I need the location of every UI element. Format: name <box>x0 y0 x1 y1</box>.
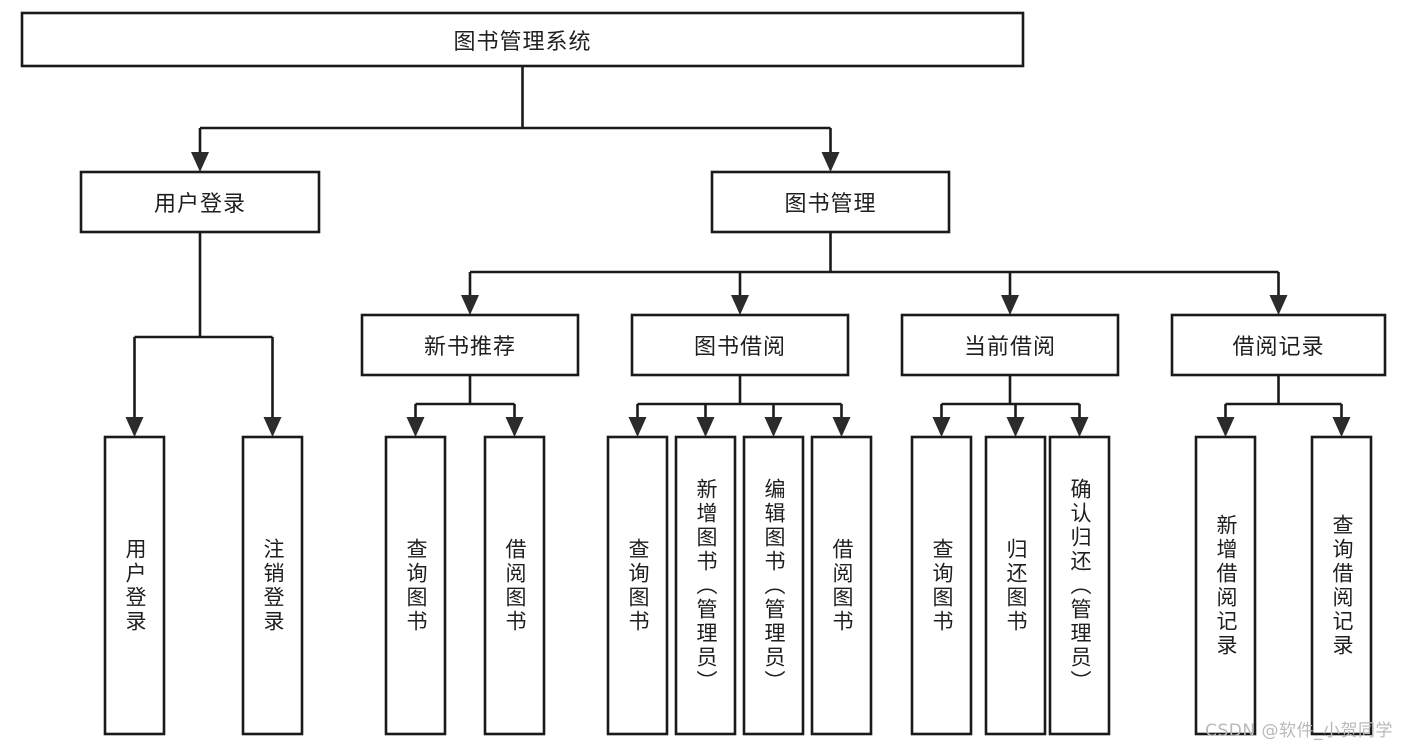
arrow-head-icon-br-query-record <box>1332 417 1351 437</box>
arrow-head-icon-bb-add-book <box>696 417 715 437</box>
arrow-head-icon-cb-query-book <box>932 417 951 437</box>
connectors-layer <box>125 66 1351 437</box>
node-box-current-borrow[interactable] <box>900 313 1120 377</box>
node-box-bb-borrow-book[interactable] <box>810 435 873 736</box>
node-box-user-login[interactable] <box>79 170 321 234</box>
node-box-new-book-recommend[interactable] <box>360 313 580 377</box>
node-box-bb-add-book[interactable] <box>674 435 737 736</box>
arrow-head-icon-book-borrow <box>731 295 749 315</box>
node-box-cb-query-book[interactable] <box>910 435 973 736</box>
node-box-bb-query-book[interactable] <box>606 435 669 736</box>
watermark-text: CSDN @软件_小贺同学 <box>1205 721 1393 741</box>
node-box-cb-confirm-return[interactable] <box>1048 435 1111 736</box>
arrow-head-icon-user-login <box>191 152 209 172</box>
arrow-head-icon-user-logout <box>263 417 282 437</box>
arrow-head-icon-new-book-recommend <box>461 295 479 315</box>
node-box-user-logout[interactable] <box>241 435 304 736</box>
node-box-borrow-record[interactable] <box>1170 313 1387 377</box>
node-box-root[interactable] <box>20 11 1025 68</box>
node-box-br-query-record[interactable] <box>1310 435 1373 736</box>
arrow-head-icon-book-manage <box>821 152 840 172</box>
arrow-head-icon-user-login-do <box>125 417 144 437</box>
arrow-head-icon-bb-edit-book <box>764 417 783 437</box>
arrow-head-icon-bb-borrow-book <box>832 417 851 437</box>
boxes-layer <box>20 11 1387 736</box>
arrow-head-icon-cb-confirm-return <box>1070 417 1089 437</box>
arrow-head-icon-cb-return-book <box>1006 417 1025 437</box>
node-box-bb-edit-book[interactable] <box>742 435 805 736</box>
arrow-head-icon-br-add-record <box>1216 417 1235 437</box>
node-box-cb-return-book[interactable] <box>984 435 1047 736</box>
node-box-nbr-query-book[interactable] <box>384 435 447 736</box>
node-box-user-login-do[interactable] <box>103 435 166 736</box>
node-box-book-manage[interactable] <box>710 170 951 234</box>
arrow-head-icon-current-borrow <box>1001 295 1019 315</box>
arrow-head-icon-borrow-record <box>1269 295 1288 315</box>
node-box-br-add-record[interactable] <box>1194 435 1257 736</box>
node-box-nbr-borrow-book[interactable] <box>483 435 546 736</box>
arrow-head-icon-bb-query-book <box>628 417 647 437</box>
arrow-head-icon-nbr-borrow-book <box>505 417 524 437</box>
arrow-head-icon-nbr-query-book <box>406 417 425 437</box>
node-box-book-borrow[interactable] <box>630 313 850 377</box>
